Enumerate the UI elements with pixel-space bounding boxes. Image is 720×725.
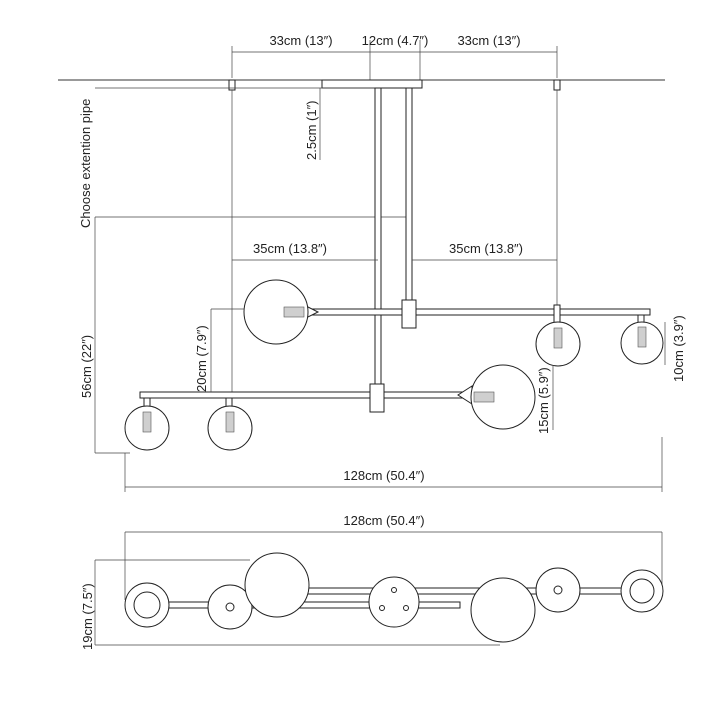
upper-arm	[304, 308, 651, 316]
dimension-canopy-width: 33cm (13″) 12cm (4.7″) 33cm (13″)	[231, 33, 558, 80]
cable-clip-left	[228, 79, 236, 91]
top-small-disc-1-inner	[133, 591, 161, 619]
upper-small-bulb-1	[553, 327, 563, 349]
lower-globe-neck	[457, 385, 473, 405]
lower-arm	[139, 391, 471, 399]
top-canopy-screw-3	[403, 605, 409, 611]
lower-small-bulb-1	[142, 411, 152, 433]
label-total-width-top: 128cm (50.4″)	[343, 513, 424, 528]
front-elevation: 33cm (13″) 12cm (4.7″) 33cm (13″) 2.5cm …	[58, 33, 686, 492]
label-total-width-front: 128cm (50.4″)	[343, 468, 424, 483]
top-small-disc-4-inner	[629, 578, 655, 604]
label-large-globe: 15cm (5.9″)	[536, 367, 551, 434]
upper-large-bulb	[283, 306, 305, 318]
top-small-disc-3-hub	[553, 585, 563, 595]
label-arm-right: 35cm (13.8″)	[449, 241, 523, 256]
upper-small-bulb-2	[637, 326, 647, 348]
label-extension-pipe: Choose extention pipe	[78, 99, 93, 228]
label-top-depth: 19cm (7.5″)	[80, 583, 95, 650]
label-small-globe: 10cm (3.9″)	[671, 315, 686, 382]
lower-large-globe	[470, 364, 536, 430]
down-rod-short	[405, 87, 413, 301]
top-large-globe-2	[470, 577, 536, 643]
label-drop-left: 20cm (7.9″)	[194, 325, 209, 392]
lower-small-bulb-2	[225, 411, 235, 433]
upper-small-socket-1	[553, 304, 561, 324]
label-canopy-right: 33cm (13″)	[457, 33, 520, 48]
upper-large-globe	[243, 279, 309, 345]
lower-hub	[369, 383, 385, 413]
upper-hub	[401, 299, 417, 329]
down-rod-long	[374, 87, 382, 385]
lower-large-bulb	[473, 391, 495, 403]
dimension-arms: 35cm (13.8″) 35cm (13.8″)	[232, 241, 557, 261]
label-canopy-left: 33cm (13″)	[269, 33, 332, 48]
top-canopy-screw-1	[391, 587, 397, 593]
cable-clip-right	[553, 79, 561, 91]
label-canopy-center: 12cm (4.7″)	[362, 33, 429, 48]
label-arm-left: 35cm (13.8″)	[253, 241, 327, 256]
label-total-height: 56cm (22″)	[79, 335, 94, 398]
label-canopy-height: 2.5cm (1″)	[304, 100, 319, 160]
top-canopy-disc	[368, 576, 420, 628]
top-canopy-screw-2	[379, 605, 385, 611]
canopy-plate	[321, 79, 423, 89]
top-large-globe-1	[244, 552, 310, 618]
top-view: 128cm (50.4″) 19cm (7.5″)	[80, 513, 664, 650]
top-small-disc-2-hub	[225, 602, 235, 612]
